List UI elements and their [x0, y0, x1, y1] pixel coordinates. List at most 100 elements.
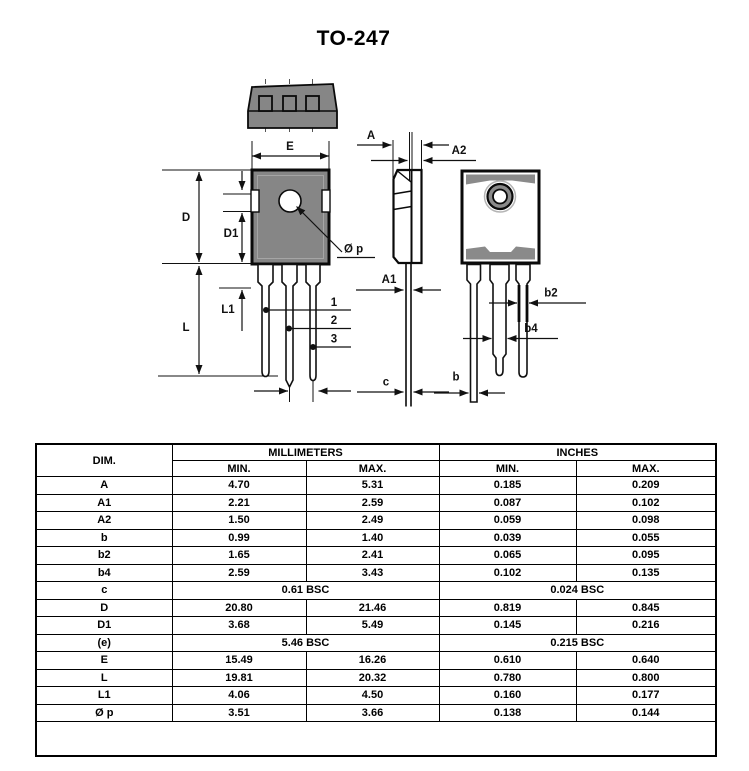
top-view	[247, 79, 338, 135]
col-header-millimeters: MILLIMETERS	[171, 443, 440, 461]
table-cell: 0.215 BSC	[438, 633, 717, 652]
table-cell: 0.99	[171, 528, 307, 547]
front-lead-3	[305, 263, 321, 382]
table-cell: 0.845	[575, 598, 717, 617]
front-lead-1	[257, 263, 274, 378]
col-header-mm-min: MIN.	[171, 460, 307, 477]
table-cell: A2	[35, 511, 173, 530]
table-cell: 3.51	[171, 703, 307, 722]
table-cell: 20.80	[171, 598, 307, 617]
pin2-label: 2	[331, 315, 337, 327]
table-cell: 0.039	[438, 528, 577, 547]
table-cell: b	[35, 528, 173, 547]
table-cell: 4.70	[171, 476, 307, 495]
table-cell: 0.160	[438, 686, 577, 705]
table-cell: A1	[35, 493, 173, 512]
table-cell: 2.59	[171, 563, 307, 582]
dim-label-E: E	[286, 141, 294, 153]
page-title: TO-247	[316, 27, 391, 50]
dim-label-b: b	[452, 372, 459, 384]
dim-label-L1: L1	[221, 304, 235, 316]
back-lead-1	[466, 263, 482, 403]
dim-label-b4: b4	[524, 323, 538, 335]
table-cell: 0.055	[575, 528, 717, 547]
back-lead-2	[489, 263, 510, 377]
mounting-hole	[278, 189, 302, 213]
table-cell: 4.06	[171, 686, 307, 705]
dim-label-D1: D1	[224, 228, 239, 240]
dim-label-c: c	[383, 377, 390, 389]
dim-label-A: A	[367, 130, 375, 142]
table-cell: 0.087	[438, 493, 577, 512]
col-header-mm-max: MAX.	[305, 460, 440, 477]
table-cell: 0.819	[438, 598, 577, 617]
front-view: E D D1 L L1 Ø p	[158, 141, 375, 402]
table-cell: 0.024 BSC	[438, 581, 717, 600]
table-cell: L1	[35, 686, 173, 705]
dim-label-L: L	[182, 322, 189, 334]
table-cell: A	[35, 476, 173, 495]
side-view-body	[392, 168, 423, 265]
table-cell: 4.50	[305, 686, 440, 705]
col-header-in-max: MAX.	[575, 460, 717, 477]
table-cell: D	[35, 598, 173, 617]
table-cell: 2.49	[305, 511, 440, 530]
table-cell: 5.31	[305, 476, 440, 495]
table-cell: D1	[35, 616, 173, 635]
table-cell: 0.138	[438, 703, 577, 722]
table-cell: 3.43	[305, 563, 440, 582]
table-cell: Ø p	[35, 703, 173, 722]
table-cell: 19.81	[171, 668, 307, 687]
table-cell: 0.135	[575, 563, 717, 582]
col-header-in-min: MIN.	[438, 460, 577, 477]
table-cell: (e)	[35, 633, 173, 652]
table-cell: 0.216	[575, 616, 717, 635]
table-cell: 2.21	[171, 493, 307, 512]
table-cell: 0.610	[438, 651, 577, 670]
table-cell: 2.41	[305, 546, 440, 565]
dim-label-A2: A2	[452, 145, 467, 157]
table-cell: 0.209	[575, 476, 717, 495]
table-cell: 0.059	[438, 511, 577, 530]
dim-label-D: D	[182, 212, 190, 224]
table-cell: 0.144	[575, 703, 717, 722]
table-cell: L	[35, 668, 173, 687]
dim-label-b2: b2	[544, 288, 557, 300]
table-cell: 0.098	[575, 511, 717, 530]
empty-cell	[35, 721, 717, 757]
table-cell: 0.780	[438, 668, 577, 687]
front-view-body	[250, 168, 331, 266]
table-cell: b4	[35, 563, 173, 582]
back-view: b2 b4 b	[434, 169, 586, 403]
table-cell: 21.46	[305, 598, 440, 617]
table-cell: 0.61 BSC	[171, 581, 440, 600]
table-cell: 0.065	[438, 546, 577, 565]
table-cell: 3.66	[305, 703, 440, 722]
pin3-label: 3	[331, 334, 337, 346]
table-cell: 0.800	[575, 668, 717, 687]
dim-label-A1: A1	[382, 274, 397, 286]
table-cell: 0.095	[575, 546, 717, 565]
table-cell: 0.102	[575, 493, 717, 512]
dim-label-dia-p: Ø p	[344, 244, 363, 256]
table-cell: 1.50	[171, 511, 307, 530]
table-cell: 0.177	[575, 686, 717, 705]
pin1-label: 1	[331, 297, 338, 309]
side-view: A A2 A1 c	[356, 130, 476, 407]
table-cell: 20.32	[305, 668, 440, 687]
table-cell: 1.65	[171, 546, 307, 565]
col-header-inches: INCHES	[438, 443, 717, 461]
